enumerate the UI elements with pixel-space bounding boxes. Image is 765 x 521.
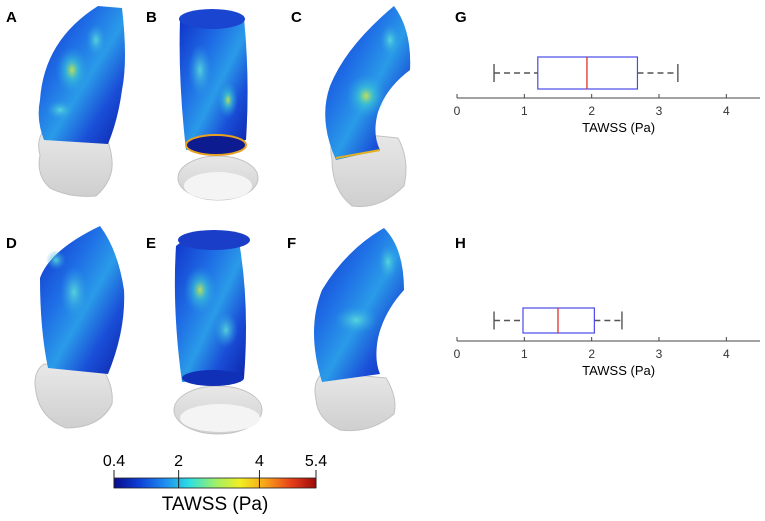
panel-g-xtick-label-1: 1 — [521, 104, 528, 118]
panel-h-xtick-label-1: 1 — [521, 347, 528, 361]
panel-h-xtick-label-2: 2 — [588, 347, 595, 361]
panel-letter-d: D — [6, 235, 17, 252]
panel-c-model — [325, 6, 411, 208]
panel-g-box — [537, 56, 639, 90]
panel-letter-c: C — [291, 9, 302, 26]
colorbar-tick-label-2: 4 — [255, 453, 264, 470]
colorbar-tick-label-0: 0.4 — [103, 453, 125, 470]
panel-letter-h: H — [455, 235, 466, 252]
panel-h-xtick-label-4: 4 — [723, 347, 730, 361]
panel-h-box — [522, 307, 595, 334]
panel-h-xtick-label-0: 0 — [454, 347, 461, 361]
panel-letter-a: A — [6, 9, 17, 26]
panel-h-xtick-label-3: 3 — [656, 347, 663, 361]
panel-h-xlabel: TAWSS (Pa) — [582, 363, 655, 378]
panel-g-xtick-label-0: 0 — [454, 104, 461, 118]
panel-letter-f: F — [287, 235, 296, 252]
colorbar-tick-label-3: 5.4 — [305, 453, 327, 470]
panel-g-xlabel: TAWSS (Pa) — [582, 120, 655, 135]
panel-a-model — [38, 6, 125, 197]
panel-g-xtick-label-2: 2 — [588, 104, 595, 118]
panel-letter-g: G — [455, 9, 467, 26]
colorbar-gradient — [113, 477, 317, 489]
panel-g-xtick-label-4: 4 — [723, 104, 730, 118]
colorbar-title: TAWSS (Pa) — [162, 494, 269, 515]
panel-b-model — [177, 9, 259, 201]
colorbar-tick-label-1: 2 — [174, 453, 183, 470]
panel-g-xtick-label-3: 3 — [656, 104, 663, 118]
panel-e-model — [173, 230, 263, 435]
panel-f-model — [314, 228, 404, 432]
panel-letter-e: E — [146, 235, 156, 252]
panel-d-model — [34, 226, 125, 429]
panel-letter-b: B — [146, 9, 157, 26]
